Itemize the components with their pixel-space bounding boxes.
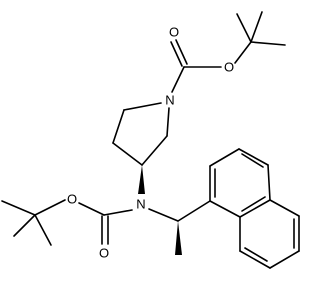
bond-naph-c2-c3 — [209, 148, 240, 167]
bond-carbonyl-ester-left — [78, 202, 105, 216]
bond-naph-c7-c6 — [269, 250, 300, 269]
bond-carbonyl-top-double-a — [170, 41, 183, 67]
bond-naph-c4a-c8a — [239, 199, 271, 218]
atom-n-ring: N — [165, 93, 174, 108]
atom-o-ester-top: O — [224, 60, 234, 75]
bond-n-carbonyl-left — [103, 209, 133, 216]
bond-ester-tbu-left — [34, 199, 66, 216]
bond-ring-c4-c5 — [141, 135, 168, 166]
boc-group-left — [1, 199, 133, 246]
bond-n-chiral-ch — [148, 208, 179, 222]
bond-carbonyl-top-double-b — [175, 39, 188, 65]
boc-group-top — [170, 11, 286, 93]
bond-naph-inner-a2 — [241, 153, 264, 168]
atom-o-carbonyl-top: O — [169, 25, 179, 40]
bond-ester-tbu-top — [234, 41, 252, 64]
bond-naph-inner-a3 — [241, 196, 266, 212]
bond-naph-c3-c4 — [238, 148, 269, 166]
bond-naph-c8a-c1 — [209, 200, 241, 218]
bond-tbu-top-methyl-3 — [250, 41, 286, 46]
bond-ring-c2-c3 — [112, 109, 125, 144]
atom-labels: N O O N O O — [67, 25, 234, 261]
bond-tbu-left-methyl-3 — [34, 214, 52, 246]
bond-ring-c3-c4 — [112, 142, 143, 166]
stereo-wedge-methyl — [175, 221, 182, 255]
bond-tbu-left-methyl-1 — [1, 200, 36, 216]
naphthalene-ring — [209, 148, 300, 269]
atom-o-ester-left: O — [67, 192, 77, 207]
bond-n-carbonyl-top — [171, 66, 185, 93]
bond-tbu-left-methyl-2 — [13, 214, 36, 237]
bond-ring-c5-n — [166, 107, 170, 137]
bond-naph-c4-c4a — [267, 164, 271, 201]
pyrrolidine-ring — [112, 102, 170, 166]
bond-tbu-top-methyl-1 — [236, 13, 252, 43]
bond-ring-n-c2 — [123, 102, 162, 111]
atom-n-amine: N — [136, 197, 145, 212]
bond-naph-inner-b1 — [244, 247, 268, 262]
bond-naph-c8-c7 — [239, 250, 271, 269]
bond-tbu-top-methyl-2 — [250, 11, 263, 43]
atom-o-carbonyl-left: O — [99, 246, 109, 261]
stereo-wedge-ring — [138, 165, 145, 194]
bond-chiral-ch-naphthyl — [177, 200, 211, 222]
bond-naph-c5-c4a — [269, 199, 300, 217]
